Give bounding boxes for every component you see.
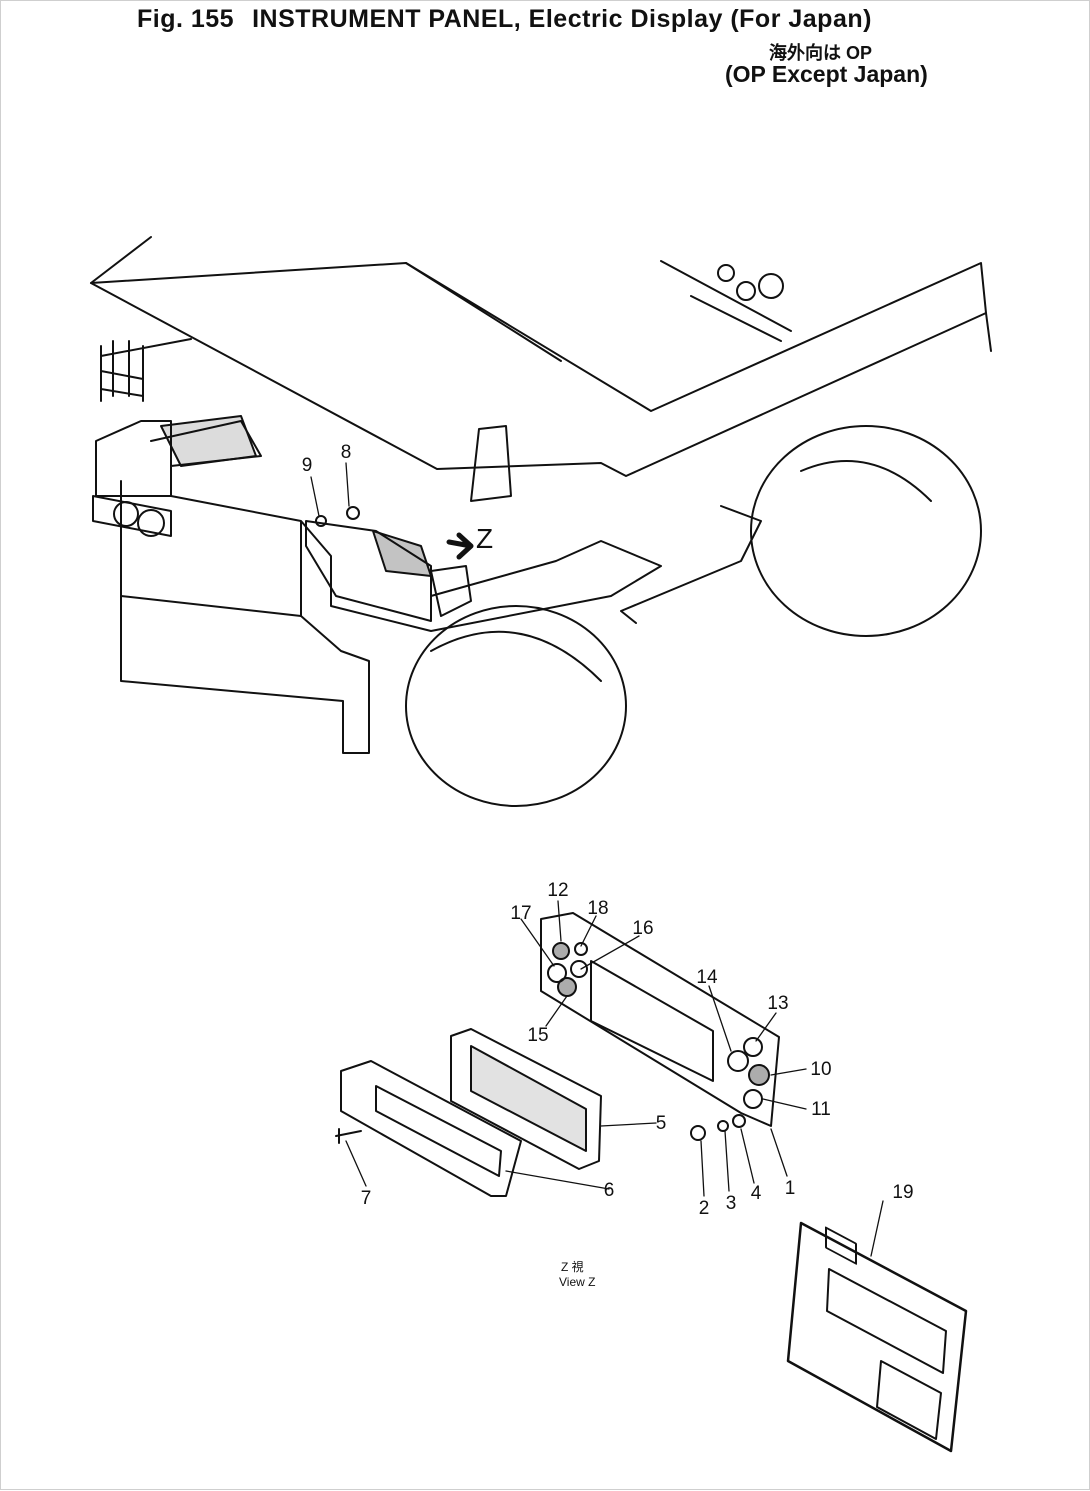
part-16-gauge bbox=[570, 960, 588, 978]
callout-7: 7 bbox=[361, 1188, 372, 1209]
part-6-bezel-opening bbox=[375, 1085, 502, 1177]
front-tire-inner bbox=[430, 630, 602, 682]
part-1-window bbox=[590, 960, 714, 1082]
view-z-label: Z bbox=[476, 523, 493, 554]
part-5-display-inner bbox=[470, 1045, 587, 1152]
callout-11: 11 bbox=[811, 1099, 831, 1120]
callout-13: 13 bbox=[767, 993, 788, 1014]
part-19-card-keys bbox=[876, 1360, 942, 1440]
instrument-cluster bbox=[372, 530, 432, 577]
callout-15: 15 bbox=[527, 1025, 548, 1046]
callout-6: 6 bbox=[604, 1180, 615, 1201]
part-12-gauge bbox=[552, 942, 570, 960]
cab-box bbox=[160, 415, 257, 467]
part-15-gauge bbox=[557, 977, 577, 997]
part-8-screw-vehicle bbox=[346, 506, 360, 520]
fender-hinge bbox=[470, 425, 512, 502]
front-frame bbox=[120, 480, 662, 632]
dump-body-side bbox=[90, 236, 992, 362]
part-10-switch bbox=[748, 1064, 770, 1086]
part-18-gauge bbox=[574, 942, 588, 956]
leader-8-9 bbox=[310, 462, 350, 517]
callout-10: 10 bbox=[810, 1059, 831, 1080]
callout-9: 9 bbox=[302, 455, 313, 476]
part-17-gauge bbox=[547, 963, 567, 983]
callout-19: 19 bbox=[892, 1182, 913, 1203]
cab-rails bbox=[100, 338, 192, 402]
rear-tire-inner bbox=[800, 460, 932, 502]
rear-pivot-1 bbox=[717, 264, 735, 282]
callout-5: 5 bbox=[656, 1113, 667, 1134]
part-5-display-unit bbox=[450, 1028, 602, 1170]
rear-tire bbox=[750, 425, 982, 637]
part-3-washer bbox=[717, 1120, 729, 1132]
instrument-housing bbox=[430, 565, 472, 617]
callout-4: 4 bbox=[751, 1183, 762, 1204]
part-4-nut bbox=[732, 1114, 746, 1128]
part-11-switch bbox=[743, 1089, 763, 1109]
exploded-panel-assembly bbox=[335, 900, 968, 1453]
part-14-switch bbox=[727, 1050, 749, 1072]
headlight-left bbox=[113, 501, 139, 527]
part-2-bolt bbox=[690, 1125, 706, 1141]
rear-linkage bbox=[660, 260, 792, 342]
part-19-card bbox=[786, 1221, 968, 1453]
figure-number: Fig. 155 bbox=[137, 5, 235, 33]
front-bumper bbox=[120, 595, 370, 754]
note-japanese: 海外向は OP bbox=[769, 43, 873, 63]
part-19-card-display bbox=[826, 1268, 947, 1374]
part-19-card-window bbox=[825, 1226, 857, 1265]
part-13-switch bbox=[743, 1037, 763, 1057]
callout-1: 1 bbox=[785, 1178, 796, 1199]
callout-12: 12 bbox=[547, 880, 568, 901]
view-z-arrow bbox=[446, 532, 474, 560]
callout-2: 2 bbox=[699, 1198, 710, 1219]
part-7-screw bbox=[335, 1128, 362, 1144]
part-6-bezel bbox=[340, 1060, 522, 1197]
figure-title: Fig. 155 INSTRUMENT PANEL, Electric Displ… bbox=[137, 5, 872, 34]
headlight-right bbox=[137, 509, 165, 537]
callout-18: 18 bbox=[587, 898, 608, 919]
part-1-mounting-plate bbox=[540, 912, 780, 1127]
dump-truck-illustration bbox=[90, 236, 992, 807]
view-label-jp: Z 視 bbox=[561, 1259, 584, 1274]
rear-pivot-3 bbox=[758, 273, 784, 299]
part-9-screw-vehicle bbox=[315, 515, 327, 527]
leader-lines bbox=[345, 900, 884, 1257]
callout-17: 17 bbox=[510, 903, 531, 924]
headlight-housing bbox=[92, 495, 172, 537]
view-label-en: View Z bbox=[559, 1275, 595, 1289]
note-english: (OP Except Japan) bbox=[725, 61, 928, 87]
front-tire bbox=[405, 605, 627, 807]
rear-axle bbox=[620, 505, 762, 624]
callout-16: 16 bbox=[632, 918, 653, 939]
callout-14: 14 bbox=[696, 967, 718, 988]
callout-3: 3 bbox=[726, 1193, 737, 1214]
rear-pivot-2 bbox=[736, 281, 756, 301]
figure-caption: INSTRUMENT PANEL, Electric Display (For … bbox=[252, 5, 872, 33]
callout-8: 8 bbox=[341, 442, 352, 463]
